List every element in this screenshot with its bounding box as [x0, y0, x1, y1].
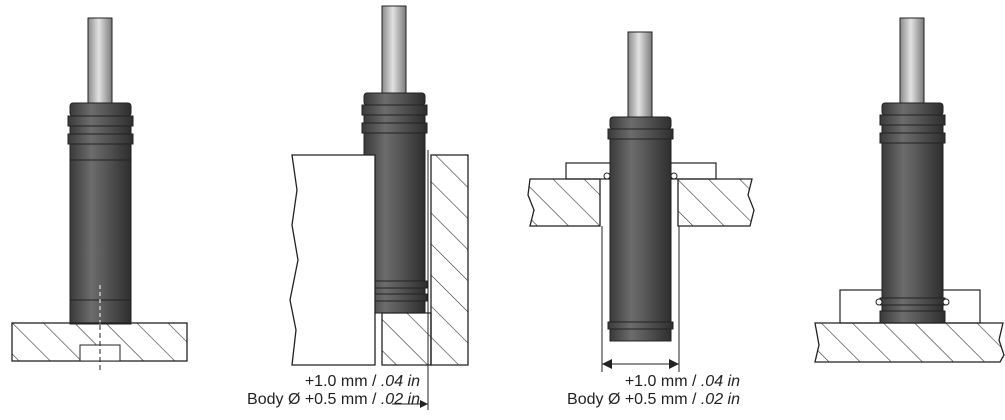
o-ring [942, 298, 950, 306]
shock-absorber-body [603, 116, 678, 342]
dimension-arrow-right [669, 359, 679, 369]
fig3-line-1-italic: .04 in [700, 373, 740, 390]
dimension-arrow [420, 400, 428, 408]
fig2-line-1-italic: .04 in [380, 373, 420, 390]
fig3-line-1: +1.0 mm / .04 in [470, 373, 740, 391]
base-plate [814, 322, 1005, 363]
piston-rod [87, 17, 113, 107]
fig2-line-2-prefix: Body Ø +0.5 mm / [247, 391, 381, 408]
shock-absorber-body [67, 102, 134, 370]
fig3-line-2: Body Ø +0.5 mm / .02 in [470, 391, 740, 409]
fig3-line-1-prefix: +1.0 mm / [624, 373, 701, 390]
o-ring [875, 298, 883, 306]
fig2-line-1-prefix: +1.0 mm / [304, 373, 381, 390]
figure-2-wall-mount [289, 5, 469, 410]
left-wall-block [289, 154, 376, 366]
mounting-plate-left [527, 178, 601, 227]
o-ring [670, 172, 678, 180]
fig3-line-2-italic: .02 in [700, 391, 740, 408]
figure-1-base-mount [11, 17, 188, 372]
right-wall [430, 154, 469, 366]
piston-rod [381, 5, 407, 97]
shock-absorber-body [875, 102, 950, 324]
figure-4-collar-mount [814, 17, 1005, 363]
fig2-tolerance-label: +1.0 mm / .04 in Body Ø +0.5 mm / .02 in [150, 373, 420, 409]
fig2-line-2: Body Ø +0.5 mm / .02 in [150, 391, 420, 409]
fig3-tolerance-label: +1.0 mm / .04 in Body Ø +0.5 mm / .02 in [470, 373, 740, 409]
piston-rod [899, 17, 925, 107]
mounting-plate-right [677, 178, 755, 227]
bore-bottom [381, 312, 432, 366]
fig2-line-2-italic: .02 in [380, 391, 420, 408]
fig2-line-1: +1.0 mm / .04 in [150, 373, 420, 391]
figure-3-through-plate-mount [527, 31, 755, 372]
o-ring [603, 172, 611, 180]
piston-rod [627, 31, 653, 121]
fig3-line-2-prefix: Body Ø +0.5 mm / [567, 391, 701, 408]
dimension-arrow-left [602, 359, 612, 369]
